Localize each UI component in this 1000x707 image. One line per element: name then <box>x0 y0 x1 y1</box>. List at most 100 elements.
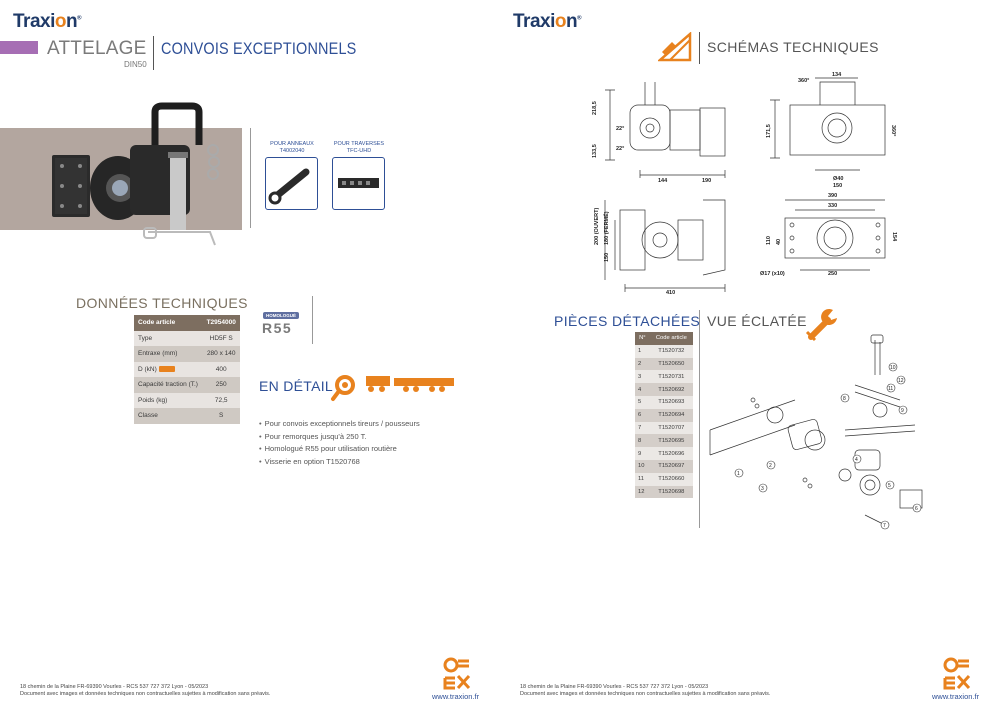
table-row: D (kN) 400 <box>134 361 240 377</box>
spec-header-label: Code article <box>134 315 203 331</box>
spec-value: 250 <box>202 377 240 393</box>
spec-table-header: Code article T2954000 <box>134 315 240 331</box>
truck-icon <box>158 366 175 373</box>
spec-value: 280 x 140 <box>202 346 240 362</box>
website-link-left[interactable]: www.traxion.fr <box>432 692 480 701</box>
footer-address-left: 18 chemin de la Plaine FR-69390 Vourles … <box>20 684 270 698</box>
part-number: 3 <box>635 370 650 384</box>
dim-rear-2: 330 <box>828 203 837 209</box>
detail-title: EN DÉTAIL <box>259 378 334 394</box>
page-title: ATTELAGE <box>47 38 147 59</box>
technical-data-title: DONNÉES TECHNIQUES <box>76 295 248 311</box>
callout-10: 10 <box>890 365 896 371</box>
dim-rear-3: 110 <box>766 236 772 245</box>
footer-line1: 18 chemin de la Plaine FR-69390 Vourles … <box>520 684 709 690</box>
part-number: 7 <box>635 421 650 435</box>
brand-logo-left: Traxion® <box>13 11 82 33</box>
logo-text-dot: o <box>54 11 67 32</box>
dim-front-3: 150 <box>604 253 610 262</box>
spec-label: Entraxe (mm) <box>134 346 203 362</box>
accessory-label-traverses: POUR TRAVERSES TFC-UHD <box>329 141 389 154</box>
dim-top-1: 134 <box>832 72 842 78</box>
part-number: 8 <box>635 434 650 448</box>
spec-value: 400 <box>202 361 240 377</box>
callout-4: 4 <box>855 457 858 463</box>
parts-header-number: N° <box>635 332 650 345</box>
part-code: T1520694 <box>649 408 693 422</box>
part-number: 9 <box>635 447 650 460</box>
parts-header-code: Code article <box>649 332 693 345</box>
part-code: T1520697 <box>649 459 693 473</box>
spec-value: S <box>202 408 240 424</box>
page-subtitle: DIN50 <box>124 60 147 69</box>
category-title: CONVOIS EXCEPTIONNELS <box>161 39 357 58</box>
callout-8: 8 <box>843 396 846 402</box>
dim-top-2: 360° <box>798 78 809 84</box>
dim-rear-5: 154 <box>891 232 897 242</box>
dim-front-1: 200 (OUVERT) <box>594 208 600 245</box>
exploded-view-drawing: 1 2 3 4 5 6 7 8 9 10 11 12 <box>709 334 923 530</box>
part-code: T1520731 <box>649 370 693 384</box>
part-number: 2 <box>635 357 650 371</box>
part-number: 5 <box>635 395 650 409</box>
dim-rear-6: Ø17 (x10) <box>760 271 785 277</box>
accessory-rings-line1: POUR ANNEAUX <box>270 141 314 147</box>
homologation-code: R55 <box>262 320 293 336</box>
spec-label-text: D (kN) <box>138 365 157 373</box>
accessory-traverses-line1: POUR TRAVERSES <box>333 141 385 147</box>
photo-divider <box>250 128 251 228</box>
dim-top-3: 171,5 <box>766 124 772 138</box>
dim-rear-1: 390 <box>828 193 837 199</box>
dim-front-2: 180 (FERMÉ) <box>602 211 610 245</box>
schema-title: SCHÉMAS TECHNIQUES <box>707 39 879 55</box>
part-number: 6 <box>635 408 650 422</box>
callout-12: 12 <box>898 378 904 384</box>
parts-divider <box>699 310 700 528</box>
dim-side-2: 22° <box>616 126 624 132</box>
logo-text-b: n <box>565 11 578 32</box>
list-item: Visserie en option T1520768 <box>259 456 420 469</box>
logo-text-a: Traxi <box>513 11 555 32</box>
part-code: T1520698 <box>649 485 693 499</box>
callout-1: 1 <box>737 471 740 477</box>
dim-side-3: 133,5 <box>592 144 598 158</box>
oex-logo-left <box>443 657 471 690</box>
spec-label: Capacité traction (T.) <box>134 377 203 393</box>
dim-rear-4: 40 <box>776 239 782 245</box>
accessory-rings-line2: T4002040 <box>279 147 305 154</box>
table-row: Entraxe (mm)280 x 140 <box>134 346 240 362</box>
callout-7: 7 <box>883 523 886 529</box>
parts-table-header: N° Code article <box>635 332 693 345</box>
footer-line1: 18 chemin de la Plaine FR-69390 Vourles … <box>20 684 209 690</box>
part-number: 1 <box>635 344 650 358</box>
part-number: 12 <box>635 485 650 499</box>
callout-2: 2 <box>769 463 772 469</box>
logo-text-b: n <box>65 11 78 32</box>
footer-address-right: 18 chemin de la Plaine FR-69390 Vourles … <box>520 684 770 698</box>
wrench-icon <box>805 308 837 342</box>
callout-3: 3 <box>761 486 764 492</box>
oex-logo-right <box>943 657 971 690</box>
table-row: Capacité traction (T.)250 <box>134 377 240 393</box>
truck-convoy-icon <box>366 376 454 392</box>
dim-top-6: 150 <box>833 183 842 189</box>
spec-label: Classe <box>134 408 203 424</box>
title-divider <box>153 36 154 70</box>
parts-title: PIÈCES DÉTACHÉES <box>554 313 701 329</box>
part-code: T1520732 <box>649 344 693 358</box>
spec-header-code: T2954000 <box>202 315 240 331</box>
logo-reg: ® <box>577 15 582 22</box>
website-link-right[interactable]: www.traxion.fr <box>932 692 980 701</box>
spec-value: 72,5 <box>202 392 240 408</box>
exploded-view-title: VUE ÉCLATÉE <box>707 313 807 329</box>
